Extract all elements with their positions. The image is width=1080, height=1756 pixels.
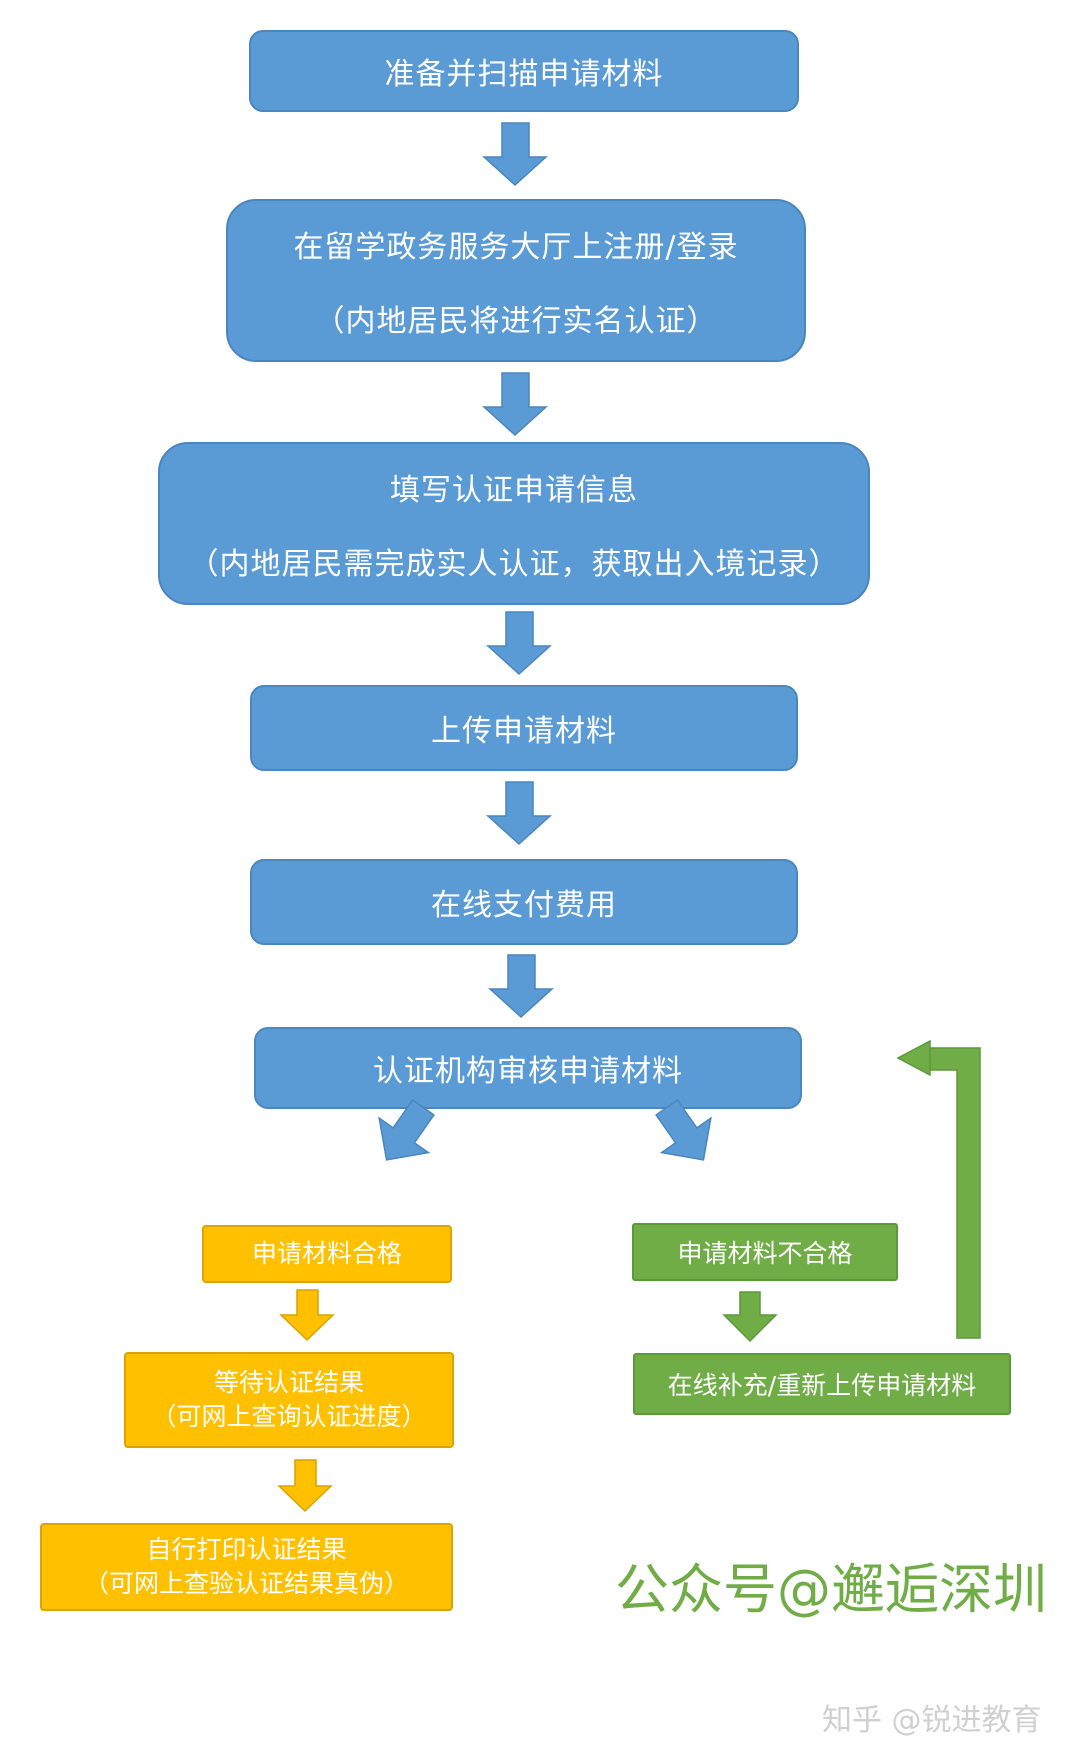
step-wait-result: 等待认证结果 （可网上查询认证进度）: [124, 1352, 454, 1448]
step-wait-result-label: 等待认证结果: [213, 1368, 364, 1398]
step-register-login-label: 在留学政务服务大厅上注册/登录: [293, 229, 739, 265]
arrow-green-return-path: [896, 1039, 981, 1339]
footer-credit: 知乎 @锐进教育: [822, 1703, 1042, 1738]
arrow-down-5: [488, 954, 554, 1019]
arrow-diag-left: [378, 1098, 435, 1161]
step-review-materials: 认证机构审核申请材料: [254, 1027, 802, 1109]
result-pass: 申请材料合格: [202, 1225, 452, 1283]
arrow-down-4: [486, 781, 552, 846]
step-prepare-scan: 准备并扫描申请材料: [249, 30, 799, 112]
step-upload-materials: 上传申请材料: [250, 685, 798, 771]
arrow-yellow-1: [279, 1289, 335, 1342]
step-pay-online: 在线支付费用: [250, 859, 798, 945]
step-print-result-note: （可网上查验认证结果真伪）: [83, 1569, 409, 1598]
step-resubmit: 在线补充/重新上传申请材料: [633, 1353, 1011, 1415]
step-register-login: 在留学政务服务大厅上注册/登录 （内地居民将进行实名认证）: [226, 199, 806, 362]
step-wait-result-note: （可网上查询认证进度）: [151, 1402, 427, 1431]
step-upload-materials-label: 上传申请材料: [431, 714, 617, 749]
step-fill-info: 填写认证申请信息 （内地居民需完成实人认证，获取出入境记录）: [158, 442, 870, 605]
result-pass-label: 申请材料合格: [251, 1239, 402, 1269]
step-prepare-scan-label: 准备并扫描申请材料: [384, 57, 664, 92]
step-print-result-label: 自行打印认证结果: [146, 1535, 347, 1565]
watermark-text: 公众号@邂逅深圳: [615, 1558, 1047, 1621]
step-review-materials-label: 认证机构审核申请材料: [373, 1054, 683, 1089]
result-fail-label: 申请材料不合格: [677, 1239, 853, 1268]
arrow-green-down: [722, 1291, 778, 1343]
step-fill-info-note: （内地居民需完成实人认证，获取出入境记录）: [188, 546, 840, 582]
step-print-result: 自行打印认证结果 （可网上查验认证结果真伪）: [40, 1523, 453, 1611]
arrow-diag-right: [655, 1098, 712, 1161]
arrow-yellow-2: [277, 1459, 333, 1513]
step-register-login-note: （内地居民将进行实名认证）: [314, 303, 718, 339]
arrow-down-3: [486, 611, 552, 676]
arrow-down-2: [482, 372, 548, 437]
arrow-down-1: [482, 122, 548, 187]
step-pay-online-label: 在线支付费用: [431, 888, 617, 923]
step-resubmit-label: 在线补充/重新上传申请材料: [667, 1371, 977, 1400]
result-fail: 申请材料不合格: [632, 1223, 898, 1281]
step-fill-info-label: 填写认证申请信息: [390, 472, 638, 508]
